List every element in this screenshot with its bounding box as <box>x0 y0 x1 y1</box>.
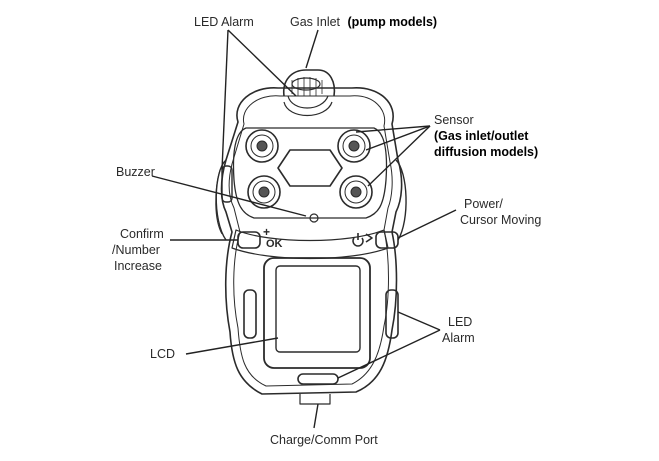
label-power-2: Cursor Moving <box>460 213 542 227</box>
label-power-1: Power/ <box>464 197 503 211</box>
label-confirm-1: Confirm <box>120 227 164 241</box>
label-led-side-1: LED <box>448 315 473 329</box>
lcd-screen <box>275 265 361 353</box>
label-confirm-3: Increase <box>114 259 162 273</box>
gas-inlet-knob <box>282 69 336 97</box>
device-housing <box>220 87 403 395</box>
label-led-alarm-top: LED Alarm <box>194 15 254 29</box>
label-charge-port: Charge/Comm Port <box>270 433 378 447</box>
label-sensor-note-2: diffusion models) <box>434 145 539 159</box>
leader-lines <box>151 29 457 429</box>
button-panel <box>231 229 389 260</box>
label-gas-inlet: Gas Inlet (pump models) <box>290 14 437 30</box>
power-button <box>375 231 399 249</box>
side-led-left <box>243 289 257 339</box>
side-led-right <box>385 289 399 339</box>
label-led-side-2: Alarm <box>442 331 475 345</box>
lcd-frame <box>263 257 371 369</box>
right-grip <box>395 159 407 241</box>
label-buzzer: Buzzer <box>116 165 155 179</box>
left-led-slot <box>221 165 233 203</box>
sensor-bottom-right <box>339 175 373 209</box>
sensor-top-right <box>337 129 371 163</box>
label-confirm-2: /Number <box>112 243 160 257</box>
charge-port <box>299 394 331 405</box>
buzzer-hole <box>309 213 319 223</box>
sensor-plate <box>232 127 388 219</box>
left-grip <box>215 159 227 241</box>
label-sensor-note-1: (Gas inlet/outlet <box>434 129 529 143</box>
ok-symbol: + <box>263 224 270 240</box>
label-sensor: Sensor <box>434 113 474 127</box>
sensor-bottom-left <box>247 175 281 209</box>
center-window <box>277 149 343 187</box>
sensor-top-left <box>245 129 279 163</box>
ok-text: OK <box>266 238 283 250</box>
power-icon <box>352 233 373 247</box>
gas-inlet-text: Gas Inlet <box>290 15 341 29</box>
device-housing-inner <box>228 95 393 387</box>
bottom-led <box>297 373 339 385</box>
plus-icon: + <box>263 225 271 239</box>
label-lcd: LCD <box>150 347 176 361</box>
top-led-window <box>283 101 333 116</box>
gas-inlet-note: (pump models) <box>347 15 438 29</box>
